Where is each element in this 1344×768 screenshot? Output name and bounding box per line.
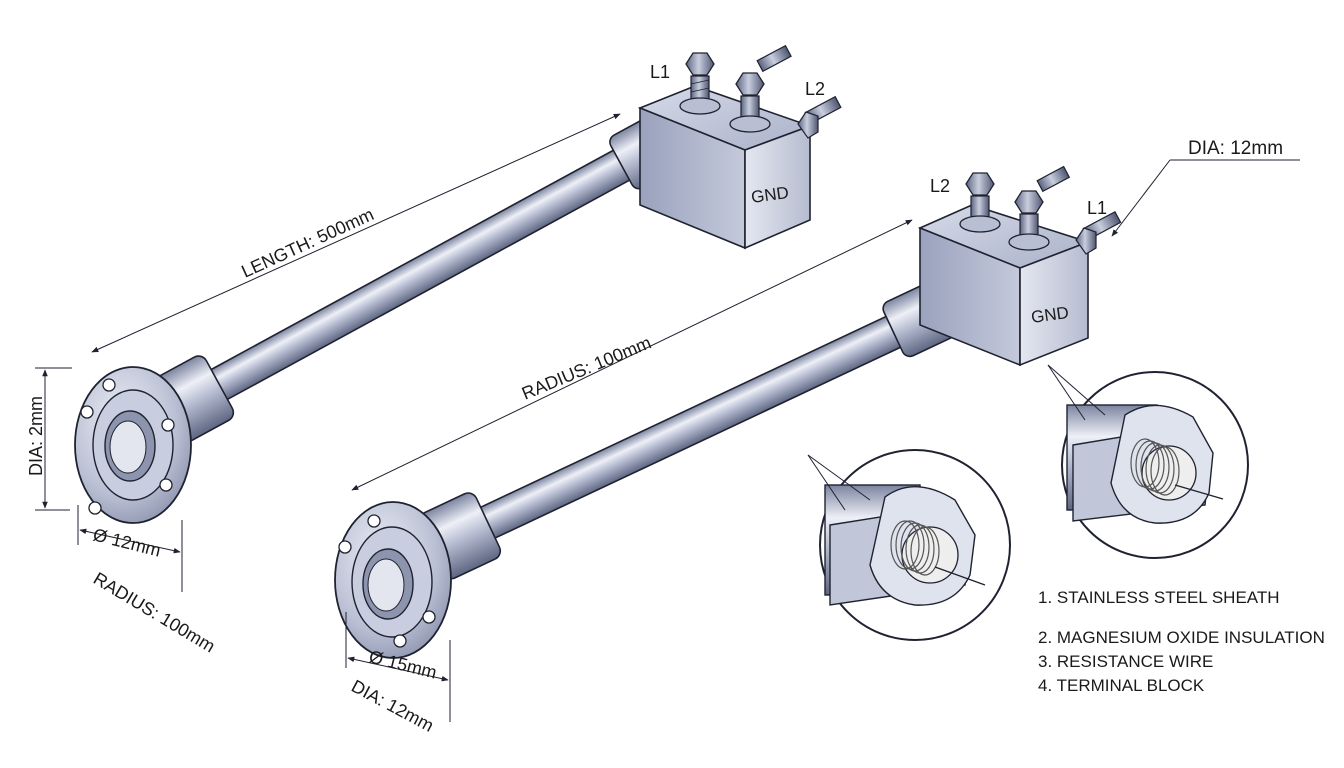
resistance-wire-coil-1 [890, 520, 940, 576]
legend-item-resistance-wire: 3. RESISTANCE WIRE [1038, 652, 1214, 671]
heater-b-l2-label: L2 [930, 176, 950, 196]
resistance-wire-coil-2 [1130, 438, 1180, 496]
heater-a-terminal-block: GND [637, 85, 813, 250]
legend: 1. STAINLESS STEEL SHEATH 2. MAGNESIUM O… [1038, 586, 1325, 698]
heater-b-radius-dimension-line [351, 219, 913, 491]
legend-item-sheath: 1. STAINLESS STEEL SHEATH [1038, 588, 1280, 607]
heater-b-ground-stud [1075, 210, 1122, 255]
legend-item-terminal-block: 4. TERMINAL BLOCK [1038, 676, 1205, 695]
heater-a-terminal-l2 [729, 44, 792, 133]
detail-2-leader-a [1047, 364, 1106, 416]
heater-b-dia-top-label: DIA: 12mm [1188, 138, 1283, 159]
heater-a-phi-dimension-line [79, 528, 181, 554]
heater-a-dia-left-label: DIA: 2mm [26, 396, 46, 476]
heater-b-phi-dimension-line [347, 656, 449, 682]
heater-b-terminal-l1 [1008, 165, 1071, 251]
heater-a-l1-label: L1 [650, 62, 670, 82]
heater-a-length-label: LENGTH: 500mm [238, 204, 376, 282]
heater-a-l2-label: L2 [805, 79, 825, 99]
detail-1-leader-a [807, 454, 871, 501]
heater-b-flange [334, 501, 452, 659]
heater-b-terminal-l2 [959, 172, 1001, 233]
heater-a-phi-label: Ø 12mm [91, 524, 163, 560]
heater-a-radius-label: RADIUS: 100mm [90, 568, 219, 656]
legend-item-insulation: 2. MAGNESIUM OXIDE INSULATION [1038, 628, 1325, 647]
heater-b-l1-label: L1 [1087, 198, 1107, 218]
heater-a-ground-stud [797, 95, 842, 139]
heater-b-dia-label: DIA: 12mm [348, 676, 437, 736]
cross-section-detail-2 [1047, 364, 1249, 559]
detail-2-leader-b [1047, 364, 1086, 421]
cross-section-detail-1 [807, 449, 1011, 641]
heater-a-flange [74, 366, 192, 524]
heater-b-radius-label: RADIUS: 100mm [519, 332, 654, 403]
heater-a-sheath-tube [150, 112, 687, 444]
detail-1-leader-b [807, 454, 846, 511]
heater-a-terminal-l1 [679, 52, 721, 115]
